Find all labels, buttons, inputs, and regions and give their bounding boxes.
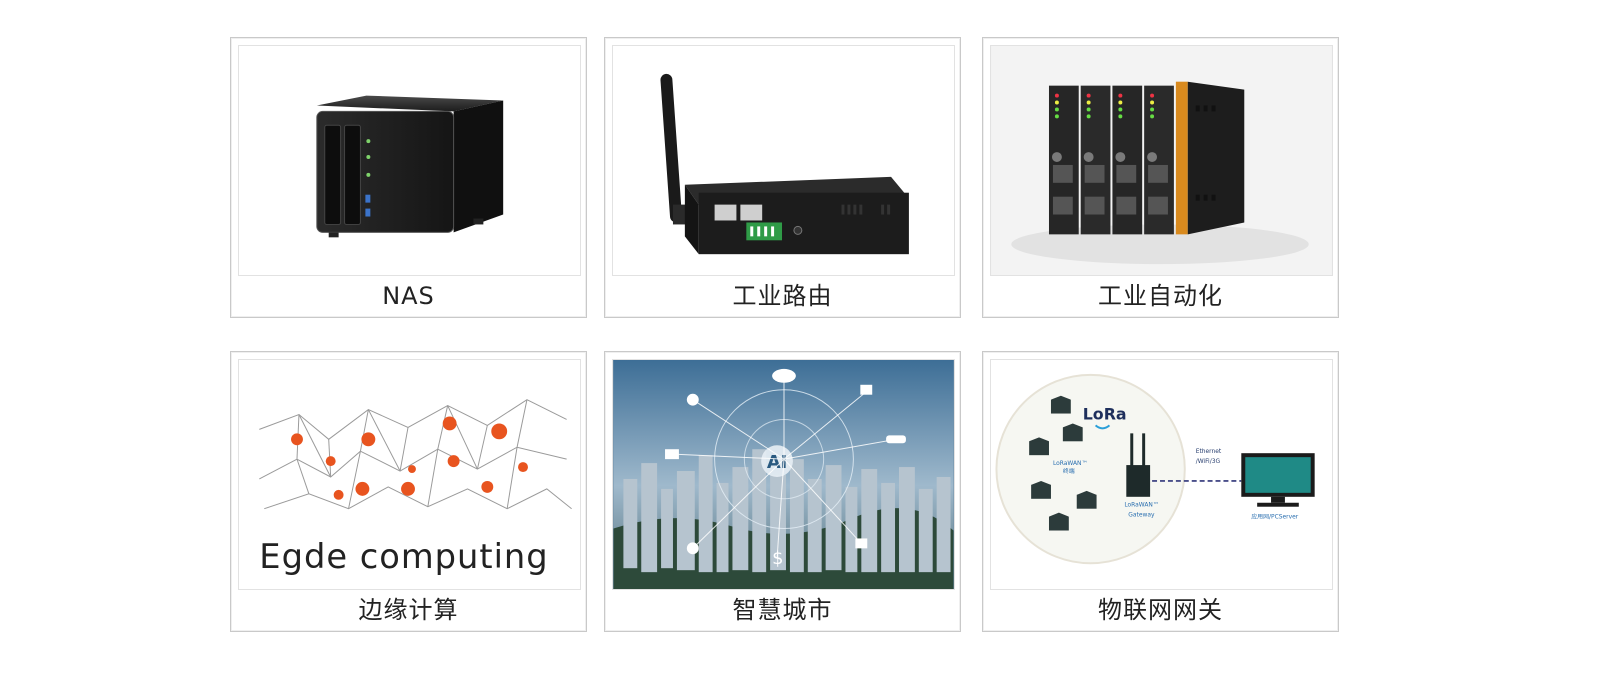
card-image: AI $ [612,359,955,590]
card-industrial-router[interactable]: 工业路由 [604,37,961,318]
lora-brand: LoRa [1083,404,1127,423]
card-image [238,45,581,276]
edge-computing-network-icon: Egde computing [259,399,572,576]
nas-device-icon [316,95,504,238]
card-label: 工业自动化 [1098,282,1223,310]
card-label: 智慧城市 [732,596,833,624]
lorawan-label: LoRaWAN™ [1053,460,1087,467]
card-edge-computing[interactable]: Egde computing 边缘计算 [230,351,587,632]
card-iot-gateway[interactable]: LoRa LoRaWAN™ 终端 LoRaWAN™ Gateway Ethern… [982,351,1339,632]
card-label: 边缘计算 [358,596,459,624]
card-label: NAS [382,282,435,310]
edge-computing-caption: Egde computing [259,537,548,576]
ai-badge-text: AI [767,452,787,473]
card-image [612,45,955,276]
card-image [990,45,1333,276]
card-industrial-automation[interactable]: 工业自动化 [982,37,1339,318]
terminal-label: 终端 [1063,467,1075,475]
iot-gateway-diagram-icon: LoRa LoRaWAN™ 终端 LoRaWAN™ Gateway Ethern… [995,373,1315,565]
ethernet-label: Ethernet [1196,448,1222,455]
card-nas[interactable]: NAS [230,37,587,318]
card-image: LoRa LoRaWAN™ 终端 LoRaWAN™ Gateway Ethern… [990,359,1333,590]
gateway-label: Gateway [1128,512,1155,519]
wifi-3g-label: /WiFi/3G [1196,458,1221,465]
card-label: 物联网网关 [1098,596,1223,624]
gateway-title-label: LoRaWAN™ [1124,502,1158,509]
card-image: Egde computing [238,359,581,590]
industrial-router-icon [660,73,909,255]
svg-text:$: $ [772,548,783,569]
industrial-automation-modules-icon [991,46,1332,275]
server-label: 应用网/PCServer [1251,513,1299,521]
card-label: 工业路由 [732,282,833,310]
card-smart-city[interactable]: AI $ 智慧城市 [604,351,961,632]
smart-city-icon: AI $ [613,360,954,589]
